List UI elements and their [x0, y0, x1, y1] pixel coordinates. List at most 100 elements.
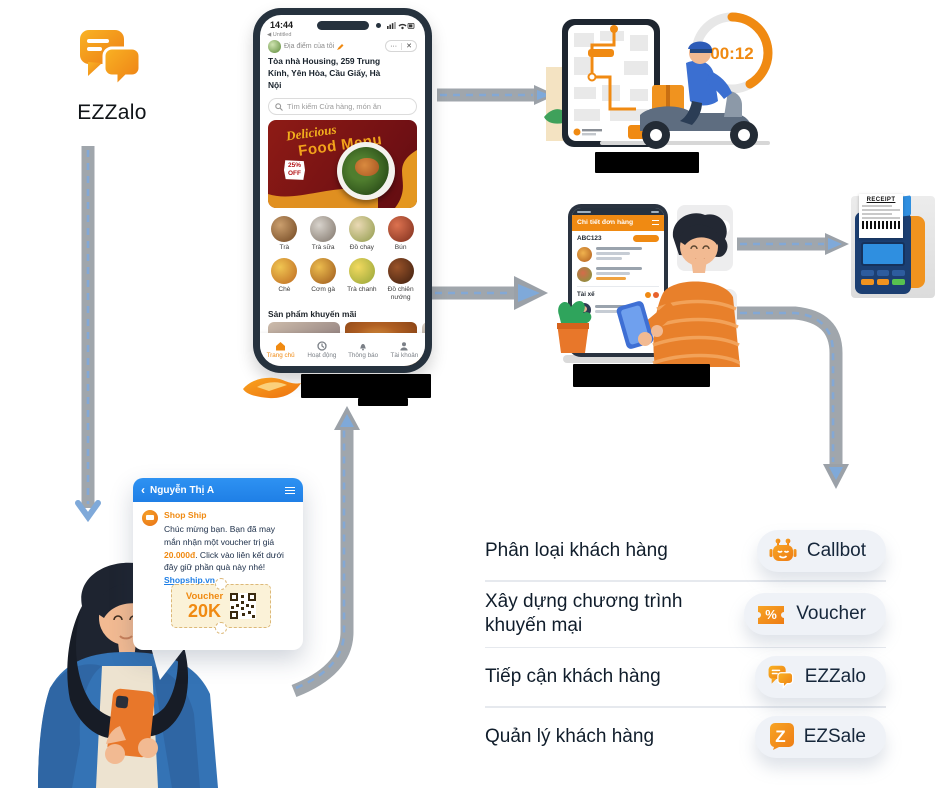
feature-label: Quản lý khách hàng — [485, 725, 655, 747]
chat-contact-name: Nguyễn Thị A — [150, 484, 215, 496]
category-image — [387, 216, 414, 243]
tab-notifications[interactable]: Thông báo — [343, 333, 384, 366]
delivery-illustration: 00:12 — [544, 11, 774, 149]
ezsale-pill[interactable]: Z EZSale — [754, 715, 886, 758]
category-image — [271, 216, 298, 243]
shop-avatar — [142, 510, 158, 526]
voucher-icon: % — [758, 606, 785, 625]
ezzalo-pill[interactable]: EZZalo — [754, 656, 886, 699]
back-to-app-label[interactable]: ◀ Untitled — [267, 32, 292, 38]
bird-logo-icon — [243, 377, 301, 399]
pos-screen — [861, 242, 905, 266]
divider — [485, 580, 886, 582]
cancel-icon[interactable] — [653, 291, 659, 298]
banner-plate-image — [337, 142, 395, 201]
order-phone-status — [572, 208, 664, 215]
feature-label: Phân loại khách hàng — [485, 539, 668, 561]
pos-receipt: RECEIPT — [859, 194, 903, 238]
tool-name: Callbot — [806, 540, 866, 561]
promo-banner[interactable]: Delicious Food Menu 25% OFF — [268, 120, 417, 209]
features-list: Phân loại khách hàng Callbot Xây dựng ch… — [485, 522, 886, 766]
voucher-amount: 20.000đ — [164, 549, 196, 560]
menu-icon[interactable] — [652, 220, 659, 225]
tool-name: Voucher — [796, 603, 866, 625]
food-app-screen: 14:44 ◀ Untitled Địa điểm của tôi ··· ✕ — [260, 15, 425, 366]
order-item — [572, 244, 664, 264]
promo-heading: Sản phẩm khuyến mãi — [268, 309, 357, 319]
chat-message: Chúc mừng bạn. Bạn đã may mắn nhận một v… — [164, 524, 284, 585]
category-item[interactable]: Trà sữa — [304, 216, 343, 252]
person-icon — [400, 341, 408, 350]
robot-icon — [769, 538, 797, 561]
order-item-image — [577, 247, 592, 262]
ezzalo-logo: EZZalo — [52, 26, 172, 125]
redacted-caption-phone-line2 — [358, 398, 408, 406]
chat-window: ‹ Nguyễn Thị A Shop Ship Chúc mừng bạn. … — [133, 478, 303, 650]
close-icon[interactable]: ✕ — [406, 43, 412, 50]
category-item[interactable]: Trà chanh — [343, 257, 382, 302]
chat-menu-icon[interactable] — [285, 486, 295, 494]
ezzalo-chat-icon — [80, 30, 142, 90]
home-icon — [276, 341, 286, 350]
tab-account[interactable]: Tài khoản — [384, 333, 425, 366]
category-image — [348, 216, 375, 243]
category-item[interactable]: Chè — [265, 257, 304, 302]
bell-icon — [360, 343, 367, 350]
back-icon[interactable]: ‹ — [141, 483, 145, 497]
pos-terminal: RECEIPT — [843, 186, 939, 306]
order-header-title: Chi tiết đơn hàng — [577, 219, 634, 226]
category-image — [271, 257, 298, 284]
voucher-ticket[interactable]: Voucher 20K — [171, 584, 271, 628]
category-item[interactable]: Bún — [381, 216, 420, 252]
search-icon — [275, 103, 283, 111]
search-input[interactable]: Tìm kiếm Cửa hàng, món ăn — [268, 98, 417, 116]
redacted-caption-delivery — [595, 152, 699, 173]
receipt-title: RECEIPT — [866, 197, 896, 203]
divider — [485, 646, 886, 649]
callbot-pill[interactable]: Callbot — [756, 530, 886, 572]
order-item — [572, 264, 664, 284]
feature-label: Xây dựng chương trình khuyến mại — [485, 590, 683, 637]
svg-text:%: % — [765, 607, 777, 622]
voucher-pill[interactable]: % Voucher — [744, 593, 886, 636]
category-item[interactable]: Đồ chiên nướng — [381, 257, 420, 302]
category-image — [348, 257, 375, 284]
edit-pencil-icon[interactable] — [337, 43, 344, 50]
tab-activity[interactable]: Hoạt động — [301, 333, 342, 366]
status-time: 14:44 — [270, 20, 294, 30]
driver-label: Tài xế — [577, 291, 595, 298]
search-placeholder: Tìm kiếm Cửa hàng, món ăn — [287, 102, 382, 112]
voucher-value: 20K — [187, 601, 222, 622]
category-image — [310, 257, 337, 284]
divider — [485, 706, 886, 708]
activity-icon — [317, 340, 327, 351]
feature-label: Tiếp cận khách hàng — [485, 666, 661, 688]
category-item[interactable]: Đồ chay — [343, 216, 382, 252]
window-controls[interactable]: ··· ✕ — [385, 40, 417, 52]
more-icon[interactable]: ··· — [390, 42, 398, 50]
food-app-phone: 14:44 ◀ Untitled Địa điểm của tôi ··· ✕ — [253, 8, 432, 373]
category-image — [310, 216, 337, 243]
category-image — [387, 257, 414, 284]
address-text: Tòa nhà Housing, 259 Trung Kính, Yên Hòa… — [268, 56, 381, 90]
category-grid: Trà Trà sữa Đồ chay Bún Chè Cơm gà Trà c… — [265, 216, 420, 302]
category-item[interactable]: Trà — [265, 216, 304, 252]
ezsale-icon: Z — [769, 723, 794, 751]
redacted-caption-phone — [301, 374, 431, 398]
tab-home[interactable]: Trang chủ — [260, 333, 301, 366]
feature-row-ezsale: Quản lý khách hàng Z EZSale — [485, 708, 886, 766]
feature-row-voucher: Xây dựng chương trình khuyến mại % Vouch… — [485, 582, 886, 647]
category-item[interactable]: Cơm gà — [304, 257, 343, 302]
pos-keypad[interactable] — [861, 270, 905, 285]
bottom-tab-bar: Trang chủ Hoạt động Thông báo Tài khoản — [260, 333, 425, 366]
shop-link[interactable]: Shopship.vn — [164, 575, 215, 585]
feature-row-callbot: Phân loại khách hàng Callbot — [485, 522, 886, 580]
tool-name: EZSale — [803, 725, 866, 747]
redacted-caption-order — [573, 364, 710, 387]
call-icon[interactable] — [645, 291, 651, 298]
receipt-barcode — [862, 221, 900, 229]
timer-text: 00:12 — [710, 44, 753, 63]
qr-code — [230, 593, 257, 619]
discount-badge: 25% OFF — [284, 160, 306, 180]
chat-header: ‹ Nguyễn Thị A — [133, 478, 303, 502]
